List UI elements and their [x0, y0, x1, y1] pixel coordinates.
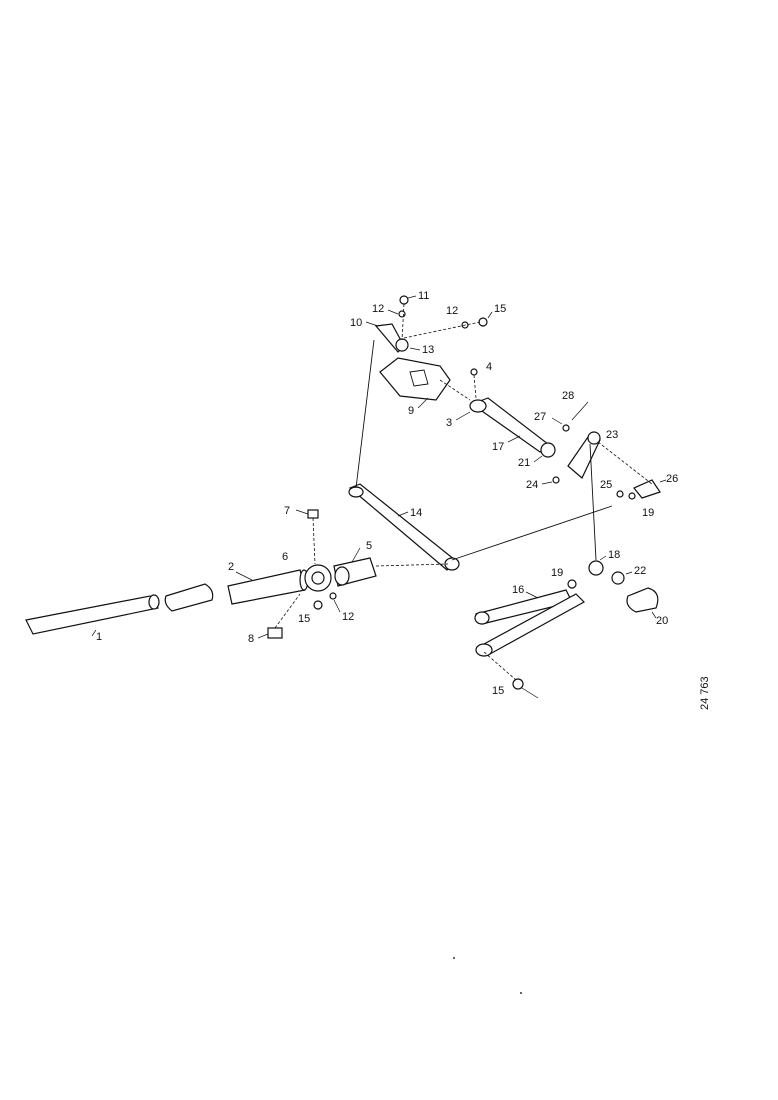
- callout-16: 16: [512, 584, 524, 596]
- nut-part-15-bottom: [512, 678, 524, 690]
- link-part-16: [474, 589, 585, 657]
- callout-3: 3: [446, 417, 452, 429]
- washer-part-12-top: [398, 310, 406, 318]
- tie-rod-part-17: [469, 397, 556, 458]
- sleeve-part-5: [333, 557, 377, 587]
- callout-12-right: 12: [446, 305, 458, 317]
- callout-18: 18: [608, 549, 620, 561]
- callout-12-lower: 12: [342, 611, 354, 623]
- drawing-reference-number: 24 763: [699, 676, 711, 710]
- bushing-part-13: [395, 338, 409, 352]
- pin-part-27: [562, 424, 570, 432]
- callout-15-lower: 15: [298, 613, 310, 625]
- callout-4: 4: [486, 361, 492, 373]
- callout-22: 22: [634, 565, 646, 577]
- callout-15-bottom: 15: [492, 685, 504, 697]
- callout-14: 14: [410, 507, 422, 519]
- bolt-part-7: [307, 509, 319, 565]
- nut-part-24: [552, 476, 560, 484]
- callout-27: 27: [534, 411, 546, 423]
- bolt-part-11: [399, 295, 409, 305]
- callout-20: 20: [656, 615, 668, 627]
- fitting-part-4: [470, 368, 478, 399]
- pin-part-28: [571, 401, 589, 421]
- washer-part-19-lower: [567, 579, 577, 589]
- callout-13: 13: [422, 344, 434, 356]
- washer-part-12-lower: [329, 592, 337, 600]
- callout-2: 2: [228, 561, 234, 573]
- callout-8: 8: [248, 633, 254, 645]
- washer-part-25: [616, 490, 624, 498]
- callout-5: 5: [366, 540, 372, 552]
- washer-part-19-right: [628, 492, 636, 500]
- nut-part-22: [611, 571, 625, 585]
- steering-arm-part-23: [567, 431, 601, 479]
- end-part-26: [633, 479, 661, 499]
- callout-24: 24: [526, 479, 538, 491]
- shaft-part-1: [25, 583, 214, 635]
- callout-19-lower: 19: [551, 567, 563, 579]
- callout-23: 23: [606, 429, 618, 441]
- callout-17: 17: [492, 441, 504, 453]
- callout-15-top: 15: [494, 303, 506, 315]
- callout-21: 21: [518, 457, 530, 469]
- callout-12-top: 12: [372, 303, 384, 315]
- nut-part-15-top: [478, 317, 488, 327]
- nut-part-8: [267, 593, 301, 639]
- callout-7: 7: [284, 505, 290, 517]
- nut-part-15-lower: [313, 600, 323, 610]
- callout-28: 28: [562, 390, 574, 402]
- damper-part-20: [626, 587, 659, 613]
- callout-1: 1: [96, 631, 102, 643]
- callout-11: 11: [418, 290, 429, 302]
- callout-25: 25: [600, 479, 612, 491]
- bracket-part-9: [379, 357, 451, 401]
- callout-9: 9: [408, 405, 414, 417]
- joint-part-18: [588, 560, 604, 576]
- callout-10: 10: [350, 317, 362, 329]
- joint-part-6: [304, 564, 332, 592]
- relay-lever-part-14: [348, 483, 460, 571]
- callout-labels: 1 2 3 4 5 6 7 8 9 10 11 12 12 12 13 14 1…: [91, 290, 678, 697]
- callout-26: 26: [666, 473, 678, 485]
- shaft-part-2: [227, 569, 309, 605]
- callout-6: 6: [282, 551, 288, 563]
- callout-19-right: 19: [642, 507, 654, 519]
